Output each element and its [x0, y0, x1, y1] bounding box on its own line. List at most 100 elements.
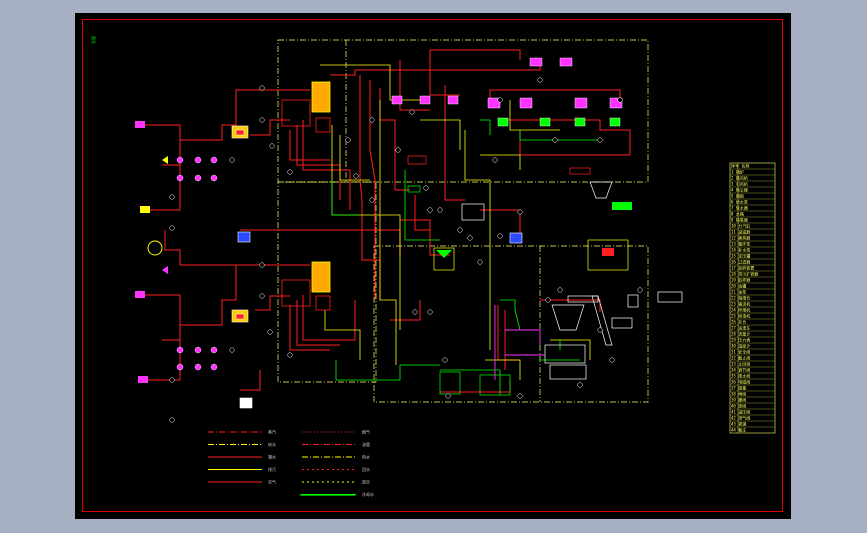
table-row: 8 水箱 — [731, 211, 744, 217]
legend-label: 给水 — [268, 441, 276, 447]
legend-label: 回水 — [362, 466, 370, 472]
table-row: 36 电磁阀 — [731, 379, 750, 385]
legend-label: 凝水 — [268, 454, 276, 460]
table-row: 26 灰仓 — [731, 319, 746, 325]
table-row: 21 油泵 — [731, 289, 746, 295]
callout-marker — [169, 225, 175, 231]
table-row: 44 备注 — [731, 427, 746, 433]
callout-marker — [353, 173, 359, 179]
callout-marker — [369, 117, 375, 123]
burner-1 — [231, 125, 249, 139]
table-row: 32 截止阀 — [731, 355, 750, 361]
legend-label: 蒸汽 — [268, 429, 276, 435]
callout-marker — [269, 143, 275, 149]
callout-marker — [267, 329, 273, 335]
table-row: 6 给水泵 — [731, 199, 748, 205]
legend-label: 空气 — [268, 479, 276, 485]
blower-icons — [237, 231, 523, 409]
callout-marker — [557, 287, 563, 293]
callout-marker — [467, 235, 473, 241]
callout-marker — [552, 137, 558, 143]
callout-marker — [287, 169, 293, 175]
table-row: 20 油罐 — [731, 283, 746, 289]
table-row: 7 软水器 — [731, 205, 748, 211]
burner-2 — [231, 309, 249, 323]
callout-marker — [442, 357, 448, 363]
table-row: 35 疏水阀 — [731, 373, 750, 379]
callout-marker — [169, 377, 175, 383]
table-row: 38 闸阀 — [731, 391, 746, 397]
table-row: 34 调节阀 — [731, 367, 750, 373]
table-row: 30 温度计 — [731, 343, 750, 349]
callout-marker — [597, 327, 603, 333]
pump-group-1 — [176, 156, 218, 182]
table-row: 14 补水泵 — [731, 247, 750, 253]
callout-marker — [423, 185, 429, 191]
table-row: 33 止回阀 — [731, 361, 750, 367]
table-row: 29 压力表 — [731, 337, 750, 343]
callout-marker — [497, 97, 503, 103]
callout-marker — [637, 287, 643, 293]
corner-mark: 图号 — [91, 36, 97, 44]
legend-label: 冷却水 — [362, 491, 374, 497]
callout-marker — [169, 194, 175, 200]
callout-marker — [409, 109, 415, 115]
callout-marker — [517, 393, 523, 399]
table-row: 41 减压阀 — [731, 409, 750, 415]
table-row: 22 储煤仓 — [731, 295, 750, 301]
callout-marker — [259, 262, 265, 268]
callout-marker — [517, 209, 523, 215]
callout-marker — [537, 77, 543, 83]
inlet-valves — [135, 121, 168, 383]
legend-label: 热水 — [362, 454, 370, 460]
legend-label: 烟气 — [362, 429, 370, 435]
steam-pipes — [142, 49, 631, 393]
callout-marker — [229, 157, 235, 163]
callout-marker — [577, 382, 583, 388]
table-row: 27 运渣车 — [731, 325, 750, 331]
table-row: 2 鼓风机 — [731, 175, 748, 181]
table-row: 28 流量计 — [731, 331, 750, 337]
ash-handling — [544, 167, 683, 380]
table-row: 23 输送机 — [731, 301, 750, 307]
cooling-water-pipes — [300, 119, 600, 496]
callout-marker — [369, 197, 375, 203]
callout-marker — [287, 352, 293, 358]
table-row: 25 除渣机 — [731, 313, 750, 319]
pump-group-2 — [176, 346, 218, 371]
table-row: 19 取样器 — [731, 277, 750, 283]
drawing-sheet — [75, 13, 791, 519]
legend-label: 排污 — [268, 466, 276, 472]
table-row: 24 碎煤机 — [731, 307, 750, 313]
callout-marker — [345, 137, 351, 143]
callout-marker — [412, 309, 418, 315]
callout-marker — [492, 157, 498, 163]
drawing-border — [82, 19, 783, 512]
table-row: 40 球阀 — [731, 403, 746, 409]
callout-marker — [395, 147, 401, 153]
callout-marker — [427, 207, 433, 213]
feedwater-pipes — [320, 64, 591, 380]
table-row: 16 过滤器 — [731, 259, 750, 265]
callout-marker — [457, 227, 463, 233]
callout-markers — [169, 77, 643, 423]
callout-marker — [497, 233, 503, 239]
table-row: 9 除氧器 — [731, 217, 748, 223]
table-row: 13 循环泵 — [731, 241, 750, 247]
callout-marker — [259, 85, 265, 91]
boiler-2 — [281, 261, 331, 311]
legend-label: 油管 — [362, 441, 370, 447]
table-row: 37 旋塞 — [731, 385, 746, 391]
callout-marker — [259, 117, 265, 123]
callout-marker — [617, 97, 623, 103]
callout-marker — [427, 309, 433, 315]
table-row: 43 视镜 — [731, 421, 746, 427]
callout-marker — [477, 259, 483, 265]
table-row: 17 加药装置 — [731, 265, 754, 271]
table-row: 12 换热器 — [731, 235, 750, 241]
table-row: 15 定压罐 — [731, 253, 750, 259]
table-row: 1 锅炉 — [731, 169, 744, 175]
callout-marker — [597, 137, 603, 143]
